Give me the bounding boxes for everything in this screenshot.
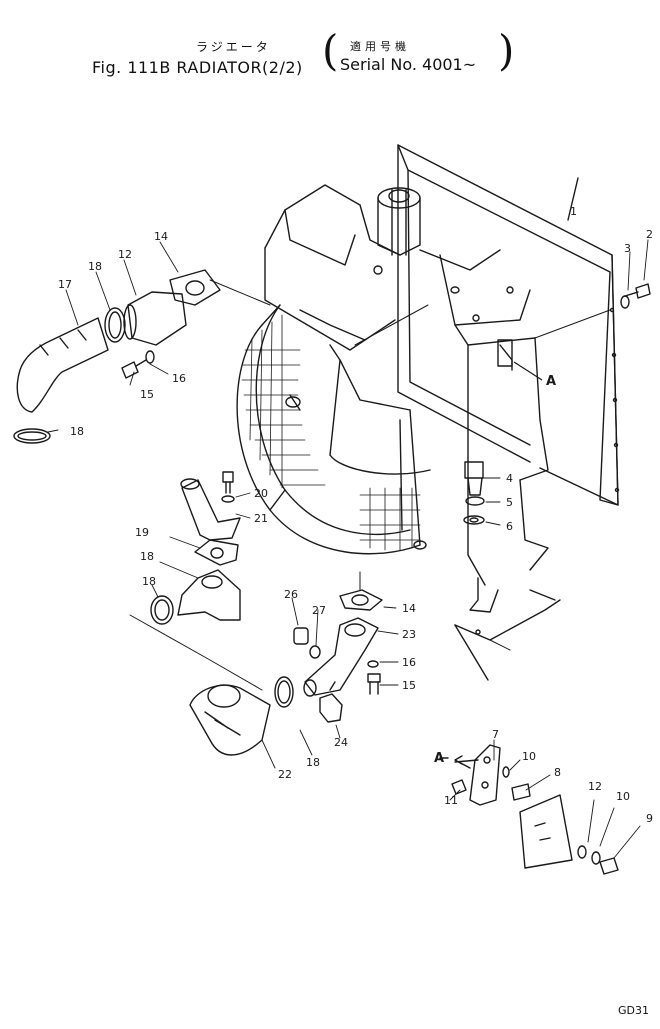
callout-4: 4: [506, 472, 513, 485]
callout-24: 23: [402, 628, 416, 641]
callout-14-lower: 14: [402, 602, 416, 615]
part-15-bolt-lower: [367, 673, 381, 695]
detail-a-arrow: [454, 755, 471, 769]
part-26-plug: [293, 627, 309, 645]
part-2-bolt: [624, 283, 651, 299]
view-a-labels: A A: [434, 374, 556, 766]
detail-a-plate: [519, 794, 573, 869]
part-23-hose-lower: [189, 684, 271, 756]
radiator-core: [264, 184, 549, 586]
callout-numbers: 3 2 12 14 18 17 16 15 18 20 21 19 18 18 …: [58, 205, 653, 825]
callout-25: 24: [334, 736, 348, 749]
callout-18-left: 18: [70, 425, 84, 438]
part-5-lockwasher: [465, 496, 485, 506]
callout-14-upper: 14: [154, 230, 168, 243]
figure-title: Fig. 111B RADIATOR(2/2): [92, 58, 303, 77]
part-24-elbow-pipe: [303, 617, 379, 697]
part-11-nut: [451, 779, 467, 795]
part-13-pipe: [123, 291, 187, 346]
view-a-arrow-upper: [513, 361, 543, 381]
callout-18-upper: 18: [88, 260, 102, 273]
part-16-washer-lower: [367, 660, 379, 668]
part-a-tab: [499, 344, 513, 371]
callout-19: 18: [140, 550, 154, 563]
callout-7: 7: [492, 728, 499, 741]
callout-18-lower: 18: [306, 756, 320, 769]
part-19-elbow: [177, 569, 241, 621]
fan-shroud: [236, 304, 431, 555]
part-12-washer: [577, 845, 587, 859]
part-9-bolt: [599, 857, 619, 875]
callout-leaders: [47, 239, 649, 859]
callout-8: 8: [554, 766, 561, 779]
callout-27: 27: [312, 604, 326, 617]
part-27-washer: [309, 645, 321, 659]
callout-26: 26: [284, 588, 298, 601]
view-a-label-detail: A: [434, 751, 444, 766]
callout-10-b: 10: [616, 790, 630, 803]
part-18-clamp-upper: [104, 307, 126, 343]
callout-11: 11: [444, 794, 458, 807]
radiator-lower-bracket: [454, 577, 561, 681]
part-10-washer-b: [591, 851, 601, 865]
callout-20: 19: [135, 526, 149, 539]
part-14-gasket-upper: [169, 269, 221, 306]
part-17-hose-upper: [16, 317, 109, 413]
callout-22: 21: [254, 512, 268, 525]
serial-range: Serial No. 4001~: [340, 55, 477, 74]
part-6-washer: [463, 515, 485, 525]
part-18-clamp-mid: [150, 595, 174, 625]
callout-9: 9: [646, 812, 653, 825]
part-16-washer-upper: [145, 350, 155, 364]
callout-2: 2: [646, 228, 653, 241]
part-21-bolt: [222, 471, 234, 494]
callout-12: 12: [588, 780, 602, 793]
callout-15-lower: 15: [402, 679, 416, 692]
part-4-bolt: [464, 461, 484, 496]
callout-23: 22: [278, 768, 292, 781]
part-14-gasket-lower: [339, 589, 383, 611]
part-10-washer-a: [502, 766, 510, 778]
upper-elbow-pipe: [180, 478, 241, 541]
callout-18-mid: 18: [142, 575, 156, 588]
view-a-label-upper: A: [546, 374, 556, 389]
part-8-bolt: [511, 783, 531, 801]
callout-16-lower: 16: [402, 656, 416, 669]
part-18-clamp-lower-left: [13, 428, 51, 444]
japanese-title: ラジエータ: [196, 40, 271, 54]
callout-21: 20: [254, 487, 268, 500]
drawing-code: GD31: [618, 1004, 649, 1017]
part-22-washer: [221, 495, 235, 503]
part-20-gasket: [194, 539, 239, 566]
callout-5: 5: [506, 496, 513, 509]
part-3-washer: [620, 295, 630, 309]
callout-10-a: 10: [522, 750, 536, 763]
callout-1: 1: [570, 205, 577, 218]
right-parenthesis: ): [498, 26, 515, 75]
callout-6: 6: [506, 520, 513, 533]
part-25-drain-cock: [319, 681, 343, 723]
part-18-clamp-lower: [274, 676, 294, 708]
radiator-frame-panel: [397, 144, 620, 506]
callout-15-upper: 15: [140, 388, 154, 401]
left-parenthesis: (: [322, 26, 339, 75]
applicability-jp-label: 適用号機: [350, 40, 410, 53]
part-15-bolt-upper: [121, 359, 147, 379]
leader-lines: [129, 279, 611, 691]
callout-13: 12: [118, 248, 132, 261]
callout-16-upper: 16: [172, 372, 186, 385]
callout-17: 17: [58, 278, 72, 291]
callout-3: 3: [624, 242, 631, 255]
